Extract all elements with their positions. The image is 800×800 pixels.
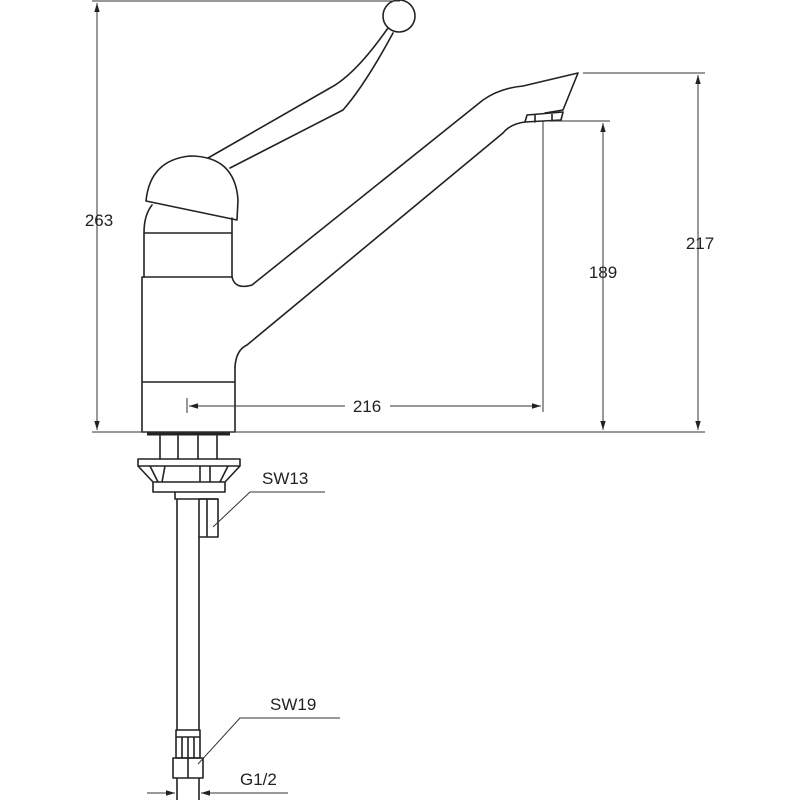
sw19-nut: [172, 757, 204, 800]
fixing-flange: [137, 458, 241, 493]
lever-ball: [382, 0, 416, 33]
dim-total-height: 263: [85, 211, 113, 230]
sw13-fitting: [198, 498, 219, 538]
faucet-body: [141, 0, 579, 436]
body-main: [141, 276, 236, 433]
dim-spout-top-height: 217: [686, 234, 714, 253]
mounting-assembly: [137, 435, 241, 800]
spout-top: [231, 72, 579, 288]
lever-cap: [145, 155, 239, 221]
body-upper: [143, 204, 233, 278]
dimension-lines: [92, 0, 705, 796]
spout-bottom: [234, 121, 526, 368]
callout-sw19: SW19: [270, 695, 316, 714]
dim-aerator-height: 189: [589, 263, 617, 282]
dim-spout-reach: 216: [353, 397, 381, 416]
hose-ferrule: [175, 729, 201, 759]
callout-sw13: SW13: [262, 469, 308, 488]
supply-hose: [174, 491, 219, 731]
callout-thread: G1/2: [240, 770, 277, 789]
lever-arm: [207, 27, 394, 169]
